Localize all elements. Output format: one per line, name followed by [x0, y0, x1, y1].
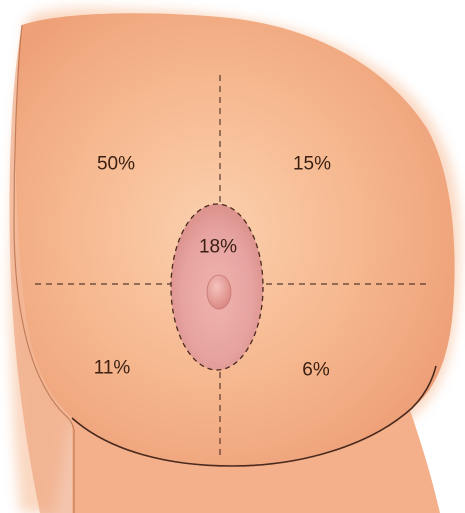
- lower-outer-quadrant-label: 11%: [94, 359, 131, 378]
- lower-inner-quadrant-label: 6%: [302, 361, 329, 380]
- nipple: [207, 275, 231, 309]
- central-zone-label: 18%: [199, 238, 237, 257]
- upper-outer-quadrant-label: 50%: [97, 155, 135, 174]
- upper-inner-quadrant-label: 15%: [293, 155, 331, 174]
